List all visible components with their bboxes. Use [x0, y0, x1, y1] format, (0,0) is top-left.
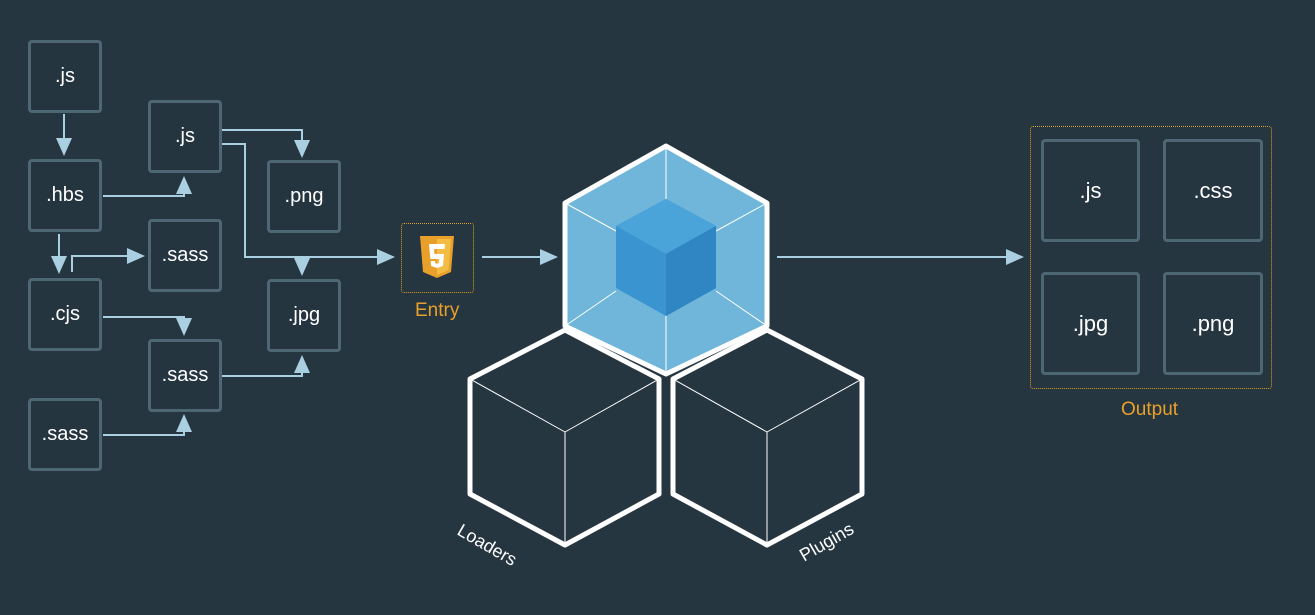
output-file-label: .png — [1191, 310, 1235, 336]
output-frame — [1030, 126, 1272, 389]
source-js-box: .js — [28, 40, 102, 113]
source-js-label: .js — [55, 65, 75, 87]
asset-png-box: .png — [267, 160, 341, 233]
asset-jpg-label: .jpg — [287, 304, 321, 326]
module-sass-label: .sass — [161, 244, 209, 266]
asset-png-label: .png — [284, 185, 324, 207]
module-js-label: .js — [175, 125, 195, 147]
source-hbs-label: .hbs — [46, 184, 84, 206]
entry-frame — [401, 223, 474, 293]
output-label: Output — [1121, 399, 1179, 420]
webpack-cubes — [467, 143, 865, 548]
entry-label: Entry — [415, 300, 460, 321]
output-file-css: .css — [1163, 139, 1263, 242]
output-file-png: .png — [1163, 272, 1263, 375]
module-sass-lower-label: .sass — [161, 364, 209, 386]
output-file-js: .js — [1041, 139, 1140, 242]
source-sass-label: .sass — [41, 423, 89, 445]
output-file-label: .jpg — [1072, 310, 1109, 336]
module-sass-box: .sass — [148, 219, 222, 292]
asset-jpg-box: .jpg — [267, 279, 341, 352]
output-file-jpg: .jpg — [1041, 272, 1140, 375]
module-sass-lower-box: .sass — [148, 339, 222, 412]
source-hbs-box: .hbs — [28, 159, 102, 232]
source-cjs-label: .cjs — [50, 303, 80, 325]
webpack-logo-cube — [562, 143, 770, 377]
plugins-cube — [670, 327, 865, 548]
source-sass-box: .sass — [28, 398, 102, 471]
module-js-box: .js — [148, 100, 222, 173]
html5-shield-icon — [420, 236, 454, 278]
source-cjs-box: .cjs — [28, 278, 102, 351]
output-file-label: .css — [1193, 177, 1233, 203]
loaders-cube — [467, 327, 662, 548]
output-file-label: .js — [1079, 177, 1102, 203]
